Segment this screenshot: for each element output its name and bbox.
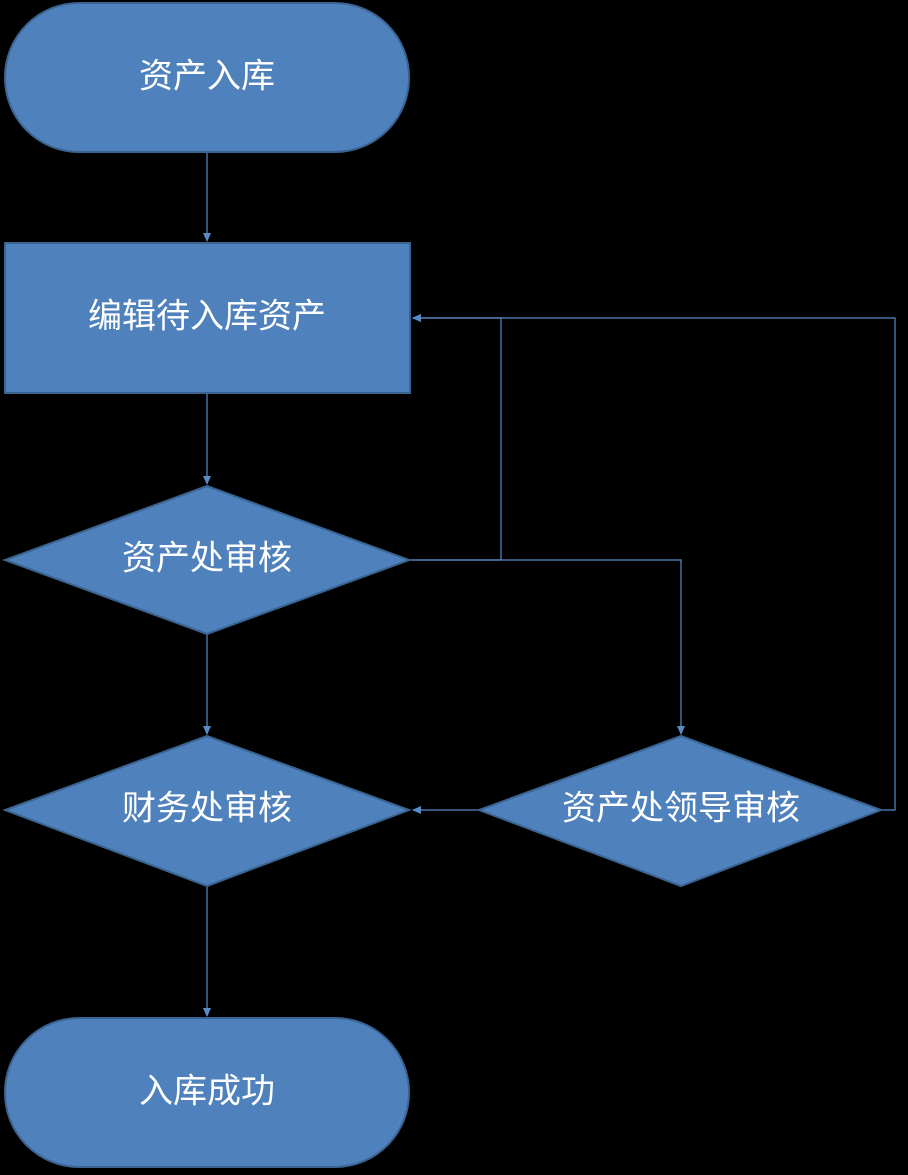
edit-label: 编辑待入库资产 — [88, 297, 326, 337]
finance-review-decision-shape — [2, 734, 412, 888]
end-terminator-shape — [4, 1017, 410, 1168]
edit-process-shape — [4, 242, 411, 394]
node-asset-review: 资产处审核 — [2, 484, 412, 636]
leader-review-decision-shape — [476, 734, 884, 888]
start-label: 资产入库 — [139, 57, 275, 97]
connectors — [203, 152, 896, 1017]
asset-review-label: 资产处审核 — [122, 539, 292, 579]
finance-review-label: 财务处审核 — [122, 789, 292, 829]
node-edit: 编辑待入库资产 — [4, 242, 411, 394]
start-terminator-shape — [4, 2, 410, 153]
asset-review-decision-shape — [2, 484, 412, 636]
node-finance-review: 财务处审核 — [2, 734, 412, 888]
connector-leader-review-back-to-edit — [412, 314, 896, 811]
node-start: 资产入库 — [4, 2, 410, 153]
connector-asset-review-to-leader-review — [409, 559, 685, 735]
end-label: 入库成功 — [139, 1072, 275, 1112]
node-leader-review: 资产处领导审核 — [476, 734, 884, 888]
leader-review-label: 资产处领导审核 — [562, 789, 800, 829]
node-end: 入库成功 — [4, 1017, 410, 1168]
connector-asset-review-back-to-edit — [409, 314, 502, 561]
